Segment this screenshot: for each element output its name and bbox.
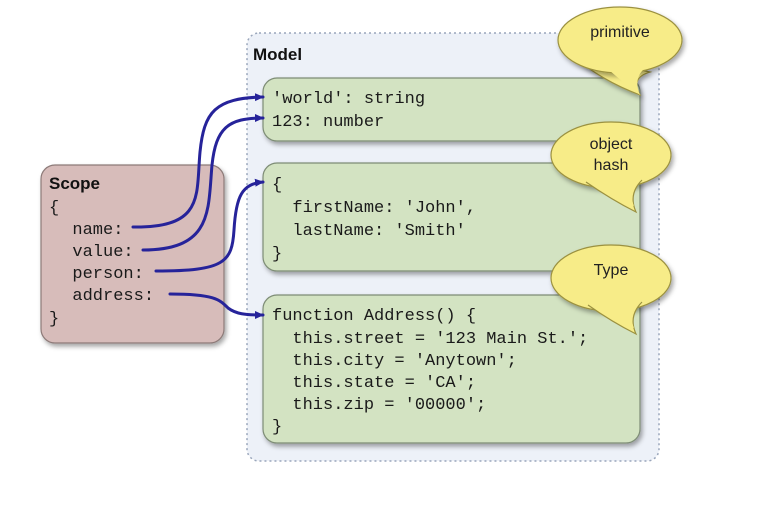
bubble-object-label: object <box>590 136 633 153</box>
bubble-object-hash: object hash <box>550 121 672 214</box>
object-line: firstName: 'John', <box>272 199 476 218</box>
arrow-value-to-number <box>141 114 265 252</box>
primitive-line: 123: number <box>272 113 384 132</box>
object-hash-box: { firstName: 'John', lastName: 'Smith' } <box>262 162 641 272</box>
bubble-primitive-label: primitive <box>590 24 650 41</box>
primitive-box: 'world': string 123: number <box>262 77 641 142</box>
type-line: this.street = '123 Main St.'; <box>272 330 588 349</box>
arrows <box>131 93 265 319</box>
object-line: lastName: 'Smith' <box>272 222 466 241</box>
scope-line: name: <box>52 221 123 240</box>
scope-title: Scope <box>49 174 100 193</box>
type-line: } <box>272 418 282 437</box>
arrow-person-to-object <box>154 178 265 273</box>
bubble-type-label: Type <box>594 262 629 279</box>
bubble-primitive: primitive <box>557 6 683 97</box>
object-line: } <box>272 245 282 264</box>
type-line: this.zip = '00000'; <box>272 396 486 415</box>
scope-line: { <box>49 199 59 218</box>
type-line: this.city = 'Anytown'; <box>272 352 517 371</box>
primitive-line: 'world': string <box>272 90 425 109</box>
scope-line: person: <box>52 265 144 284</box>
model-title: Model <box>253 45 302 64</box>
scope-box: Scope { name: value: person: address: } <box>40 164 225 344</box>
object-line: { <box>272 176 282 195</box>
scope-line: value: <box>52 243 134 262</box>
type-line: function Address() { <box>272 307 476 326</box>
bubble-object-label: hash <box>594 157 629 174</box>
scope-line: } <box>49 310 59 329</box>
arrow-name-to-string <box>131 93 265 229</box>
bubble-type: Type <box>550 244 672 336</box>
scope-line: address: <box>52 287 154 306</box>
type-box: function Address() { this.street = '123 … <box>262 294 641 444</box>
type-line: this.state = 'CA'; <box>272 374 476 393</box>
arrow-address-to-type <box>168 292 265 319</box>
